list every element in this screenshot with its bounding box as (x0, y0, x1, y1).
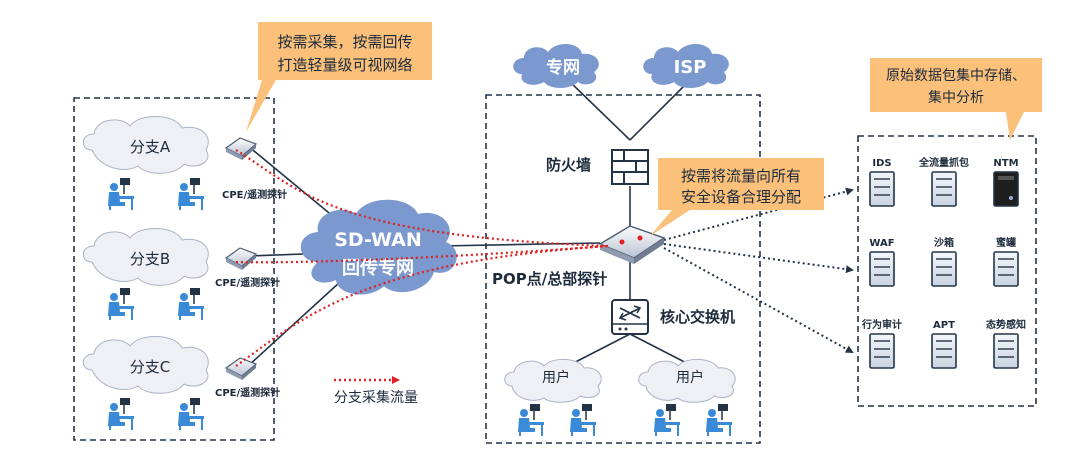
branch-a-probe-label: CPE/遥测探针 (222, 188, 287, 201)
branch-c-probe-icon (224, 357, 258, 380)
hq-user-cloud-2: 用户 (638, 359, 736, 403)
server-icon (993, 333, 1019, 369)
callout-right-line2: 集中分析 (928, 89, 984, 106)
security-device: 态势感知 (986, 318, 1026, 369)
user-icon (108, 398, 134, 430)
branch-b-label: 分支B (130, 250, 170, 268)
security-device: WAF (869, 238, 895, 287)
security-device-label: 态势感知 (986, 318, 1026, 331)
security-device-label: WAF (869, 238, 894, 249)
security-device-label: 蜜罐 (996, 236, 1016, 249)
security-device-label: 沙箱 (934, 236, 954, 249)
distribution-arrows (663, 187, 854, 353)
core-switch-icon (611, 299, 649, 335)
server-icon (993, 251, 1019, 287)
private-net-cloud: 专网 (513, 43, 599, 88)
branch-c-cloud: 分支C (82, 335, 209, 394)
callout-middle-line2: 安全设备合理分配 (681, 188, 801, 206)
branch-b-probe-icon (224, 247, 258, 270)
server-icon (931, 251, 957, 287)
isp-label: ISP (674, 57, 707, 78)
pop-probe-icon (598, 225, 666, 264)
callout-left-line1: 按需采集，按需回传 (277, 33, 412, 51)
branch-a-cloud: 分支A (82, 115, 209, 174)
hq-user-label-1: 用户 (542, 369, 570, 386)
user-icon (178, 398, 204, 430)
security-device: IDS (869, 158, 895, 207)
isp-cloud: ISP (643, 43, 729, 88)
pop-label: POP点/总部探针 (492, 270, 607, 288)
user-icon (518, 404, 544, 436)
firewall-icon (611, 149, 649, 185)
private-net-label: 专网 (546, 57, 580, 78)
hq-zone-box (485, 94, 761, 444)
sd-wan-sublabel: 回传专网 (342, 257, 414, 279)
branch-a-label: 分支A (130, 138, 171, 156)
branch-zone-box (73, 97, 275, 441)
branch-b-cloud: 分支B (82, 227, 209, 286)
callout-middle-line1: 按需将流量向所有 (681, 167, 801, 185)
security-device: APT (931, 320, 957, 369)
server-icon (931, 333, 957, 369)
user-icon (570, 404, 596, 436)
server-icon (869, 251, 895, 287)
user-icon (706, 404, 732, 436)
sd-wan-cloud: SD-WAN 回传专网 (300, 199, 457, 295)
security-device-label: 行为审计 (861, 318, 902, 331)
sd-wan-label: SD-WAN (334, 229, 422, 251)
branch-c-probe-label: CPE/遥测探针 (215, 386, 280, 399)
security-device: 全流量抓包 (918, 156, 969, 207)
user-icon (178, 288, 204, 320)
server-icon (869, 333, 895, 369)
server-icon (869, 171, 895, 207)
branch-c-label: 分支C (130, 358, 170, 376)
user-icon (654, 404, 680, 436)
callout-right: 原始数据包集中存储、 集中分析 (870, 58, 1042, 140)
hq-user-cloud-1: 用户 (504, 359, 602, 403)
security-device: 行为审计 (861, 318, 902, 369)
users-layer (108, 178, 732, 436)
hq-user-label-2: 用户 (676, 369, 704, 386)
security-device: 沙箱 (931, 236, 957, 287)
security-device: 蜜罐 (993, 236, 1019, 287)
security-device-label: NTM (993, 158, 1018, 169)
server-dark-icon (993, 171, 1019, 207)
security-device-label: 全流量抓包 (918, 156, 969, 169)
callout-middle: 按需将流量向所有 安全设备合理分配 (650, 158, 824, 236)
callout-left: 按需采集，按需回传 打造轻量级可视网络 (246, 22, 432, 132)
callout-right-line1: 原始数据包集中存储、 (886, 67, 1026, 84)
firewall-label: 防火墙 (546, 156, 591, 174)
core-switch-label: 核心交换机 (660, 308, 735, 326)
server-icon (931, 171, 957, 207)
legend-label: 分支采集流量 (334, 389, 418, 406)
legend: 分支采集流量 (334, 376, 418, 406)
user-icon (178, 178, 204, 210)
user-icon (108, 178, 134, 210)
security-device-label: APT (933, 320, 955, 331)
security-device: NTM (993, 158, 1019, 207)
branch-a-probe-icon (224, 137, 258, 160)
callout-left-line2: 打造轻量级可视网络 (277, 56, 412, 74)
security-device-label: IDS (872, 158, 891, 169)
user-icon (108, 288, 134, 320)
branch-b-probe-label: CPE/遥测探针 (215, 276, 280, 289)
security-zone-box (857, 135, 1037, 407)
branch-flow-lines (235, 149, 609, 367)
